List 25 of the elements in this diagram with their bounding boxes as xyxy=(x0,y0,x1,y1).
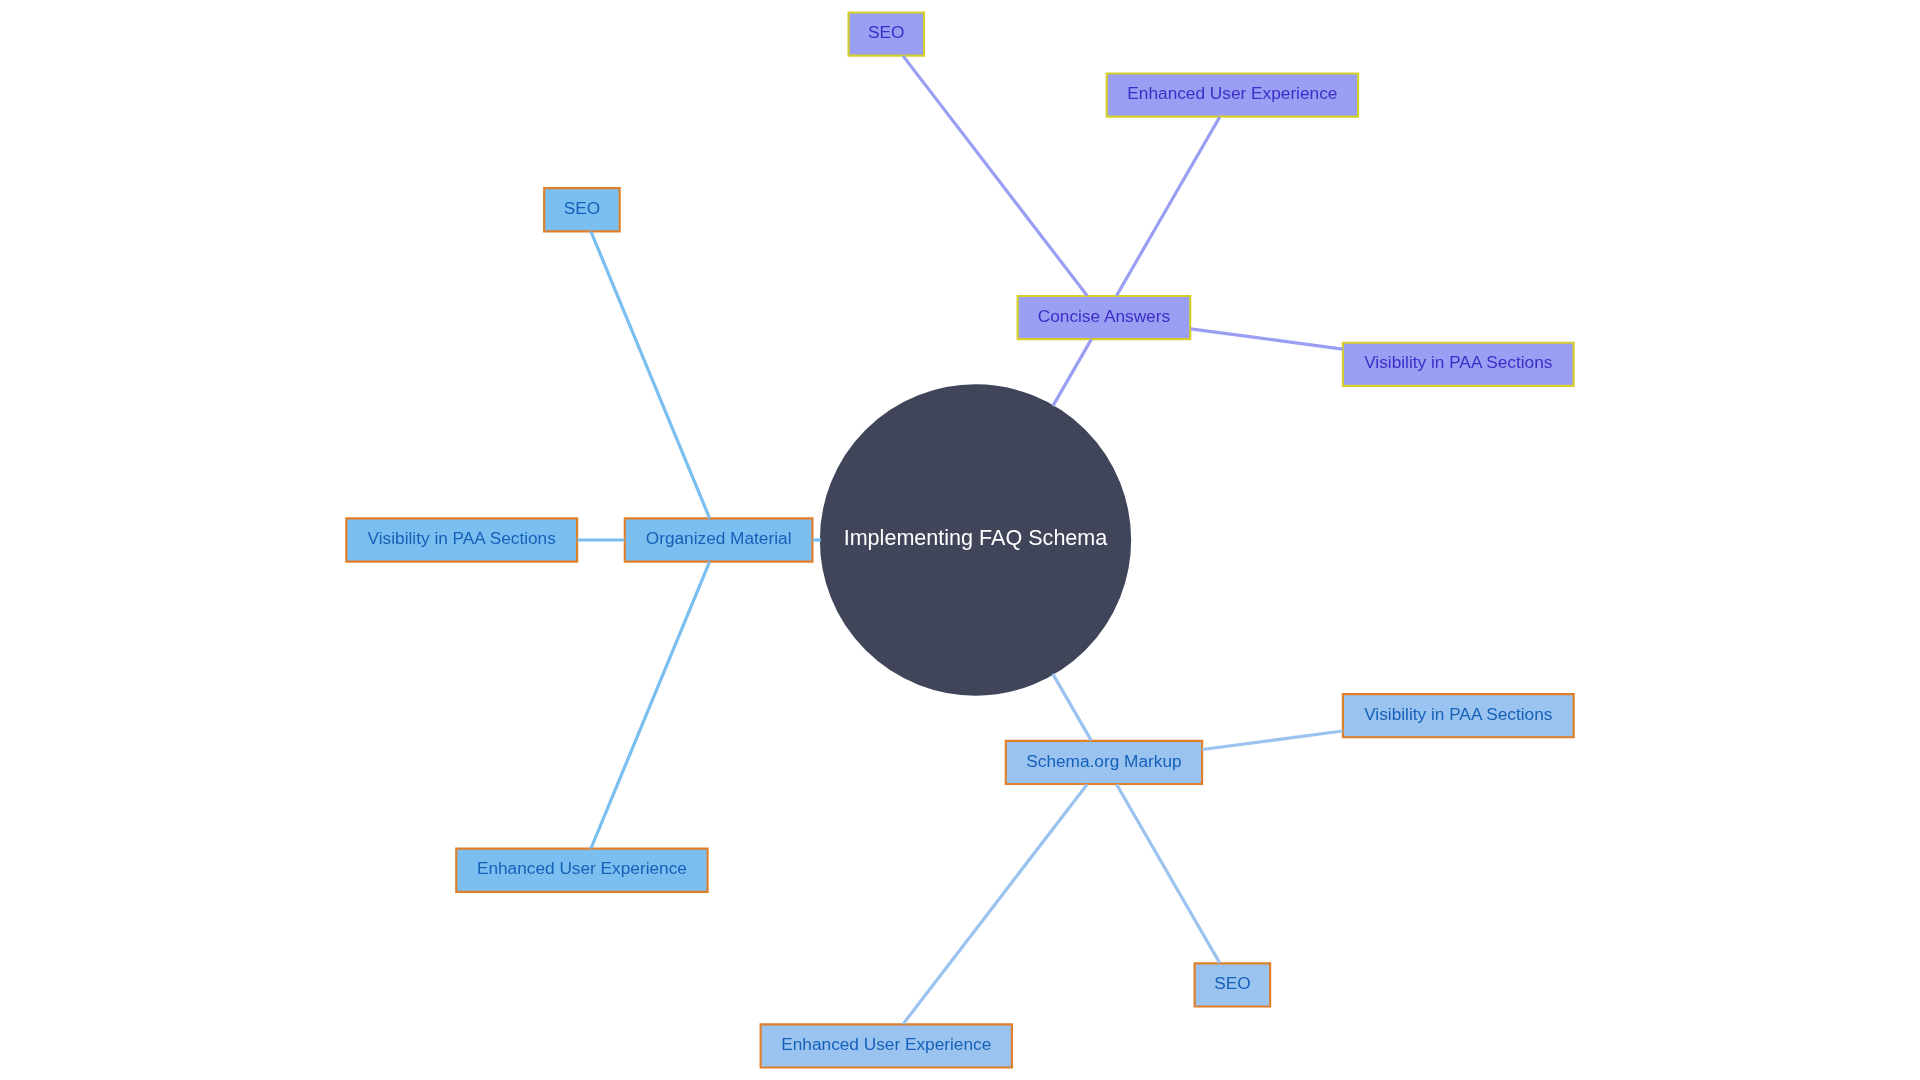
connector xyxy=(1115,116,1222,297)
connector xyxy=(812,538,821,542)
connector xyxy=(1115,783,1222,964)
node-box: Organized Material xyxy=(623,517,814,563)
connector xyxy=(1051,338,1093,407)
connector xyxy=(901,783,1089,1026)
connector xyxy=(589,230,712,519)
connector xyxy=(1190,327,1343,351)
node-circle: Implementing FAQ Schema xyxy=(819,384,1132,696)
connector xyxy=(577,538,625,542)
node-box: Enhanced User Experience xyxy=(1105,72,1360,118)
connector xyxy=(589,561,712,850)
connector xyxy=(1201,729,1343,752)
node-box: Visibility in PAA Sections xyxy=(1341,341,1575,387)
node-box: Schema.org Markup xyxy=(1004,739,1204,786)
node-box: SEO xyxy=(847,11,926,57)
node-box: SEO xyxy=(543,187,621,233)
node-box: Visibility in PAA Sections xyxy=(345,517,579,563)
node-box: Enhanced User Experience xyxy=(455,847,709,893)
connector xyxy=(901,54,1089,297)
node-box: Concise Answers xyxy=(1016,294,1192,341)
node-box: SEO xyxy=(1193,962,1272,1008)
connector xyxy=(1051,673,1093,742)
node-box: Visibility in PAA Sections xyxy=(1341,693,1575,739)
node-box: Enhanced User Experience xyxy=(759,1023,1013,1069)
